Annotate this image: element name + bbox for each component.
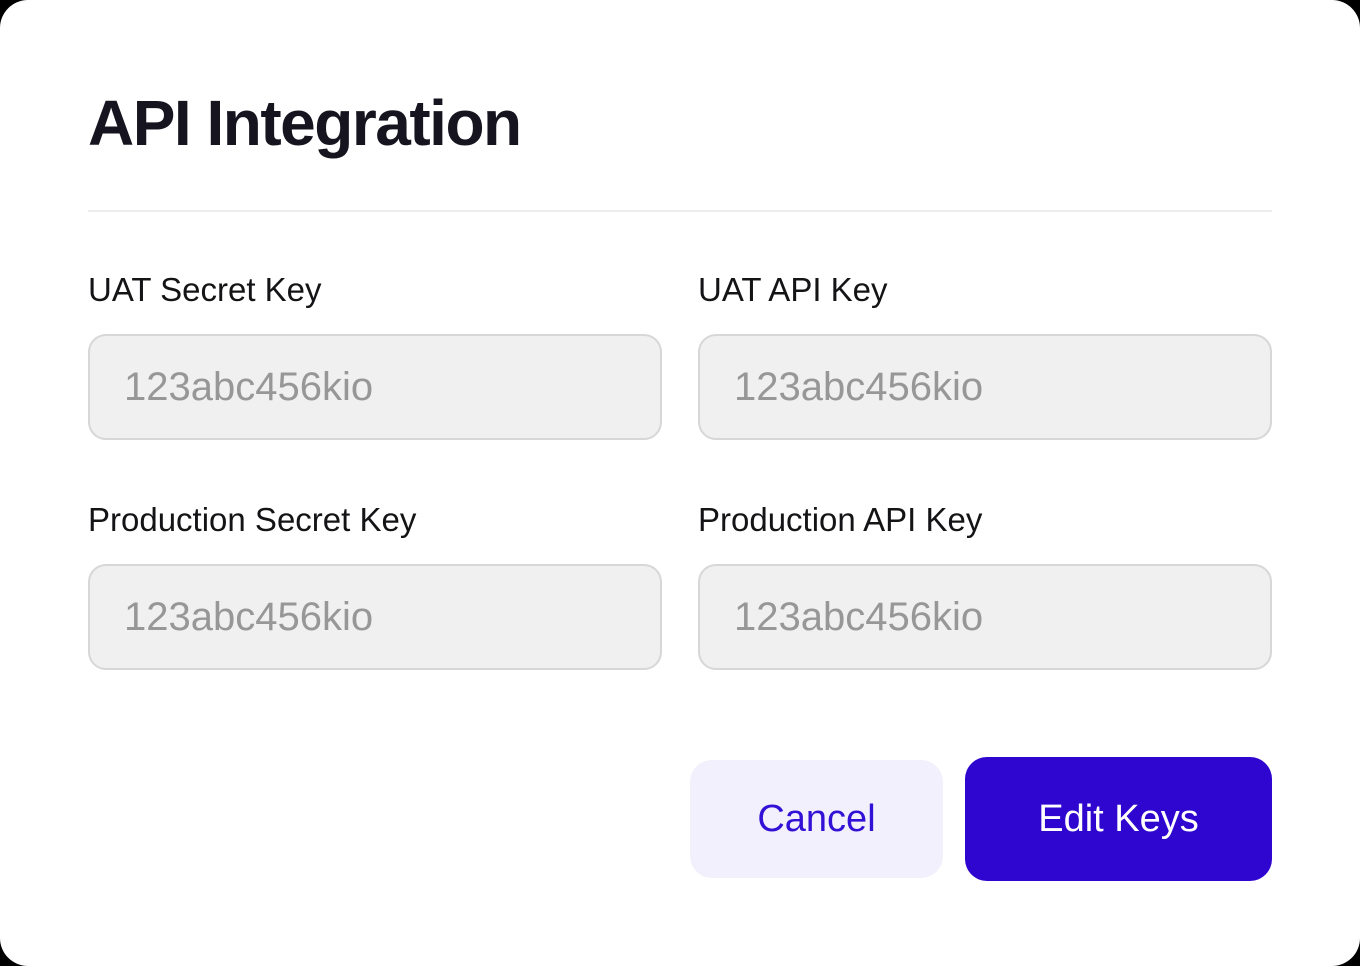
page-title: API Integration bbox=[88, 87, 522, 159]
field-production-secret-key: Production Secret Key bbox=[88, 500, 662, 671]
divider bbox=[88, 210, 1272, 213]
field-uat-api-key: UAT API Key bbox=[698, 270, 1272, 441]
production-api-key-label: Production API Key bbox=[698, 501, 983, 539]
production-secret-key-input[interactable] bbox=[88, 564, 662, 671]
production-secret-key-label: Production Secret Key bbox=[88, 501, 417, 539]
edit-keys-button[interactable]: Edit Keys bbox=[965, 757, 1272, 882]
cancel-button[interactable]: Cancel bbox=[690, 760, 943, 879]
field-uat-secret-key: UAT Secret Key bbox=[88, 270, 662, 441]
uat-api-key-input[interactable] bbox=[698, 334, 1272, 441]
action-buttons-row: Cancel Edit Keys bbox=[88, 757, 1272, 882]
api-keys-form: UAT Secret Key UAT API Key Production Se… bbox=[88, 270, 1272, 671]
uat-api-key-label: UAT API Key bbox=[698, 271, 888, 309]
field-production-api-key: Production API Key bbox=[698, 500, 1272, 671]
production-api-key-input[interactable] bbox=[698, 564, 1272, 671]
uat-secret-key-label: UAT Secret Key bbox=[88, 271, 322, 309]
uat-secret-key-input[interactable] bbox=[88, 334, 662, 441]
